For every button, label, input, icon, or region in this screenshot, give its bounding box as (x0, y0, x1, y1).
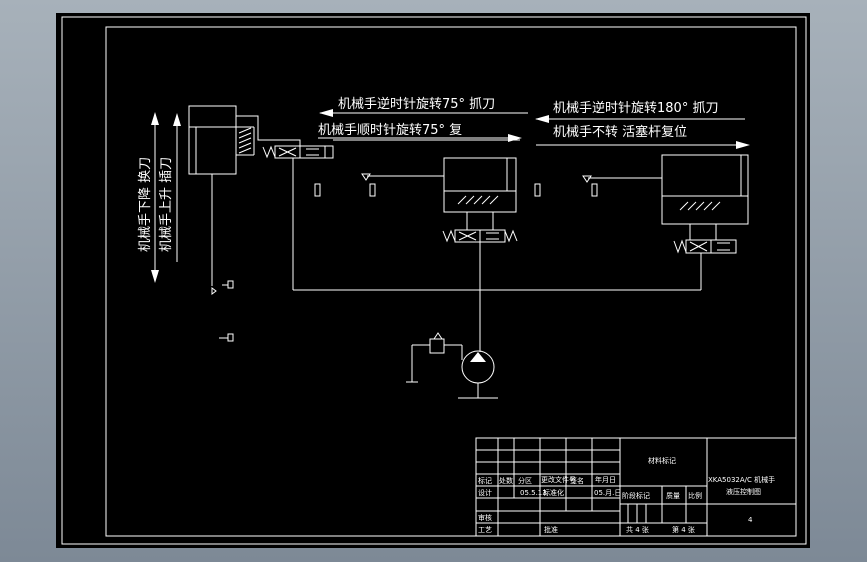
tb-approve: 批准 (544, 525, 558, 534)
limit-switch-mid-2 (534, 183, 541, 197)
drawing-sheet (56, 13, 810, 548)
tb-scale: 比例 (688, 491, 702, 500)
hydraulic-pump (458, 290, 498, 399)
limit-switch-left-2 (219, 333, 234, 342)
pressure-switch-right (582, 175, 592, 183)
label-no-rotate: 机械手不转 活塞杆复位 (553, 124, 687, 140)
relief-valve (406, 332, 463, 383)
tb-sheet-of: 第 4 张 (672, 525, 695, 534)
tb-drawing-title-2: 液压控制图 (726, 487, 761, 496)
tb-std-date: 05.月.日 (594, 489, 621, 497)
directional-valve-3 (673, 239, 737, 290)
label-ccw-75: 机械手逆时针旋转75° 抓刀 (338, 96, 495, 112)
rotary-cylinder-180 (661, 154, 749, 240)
tb-standardization: 标准化 (543, 488, 564, 497)
tb-design: 设计 (478, 488, 492, 497)
title-block (475, 437, 797, 537)
directional-valve-2 (442, 229, 518, 290)
tb-material-mark: 材料标记 (648, 456, 676, 465)
directional-valve-1 (262, 145, 334, 159)
rotary-cylinder-75 (443, 157, 517, 230)
tb-total-sheets: 共 4 张 (626, 525, 649, 534)
tb-drawing-title-1: XKA5032A/C 机械手 (708, 475, 775, 484)
lift-direction-arrows (151, 112, 181, 283)
inner-frame (105, 26, 797, 537)
tb-weight: 质量 (666, 491, 680, 500)
tb-header-count: 处数 (499, 476, 513, 485)
lift-cylinder (188, 105, 255, 286)
tb-header-date: 年月日 (595, 475, 616, 484)
tb-stage-mark: 阶段标记 (622, 491, 650, 500)
tb-header-mark: 标记 (478, 476, 492, 485)
pressure-switch-mid (361, 173, 371, 181)
tb-sheet-number: 4 (748, 516, 753, 524)
tb-header-signature: 签名 (570, 476, 584, 485)
label-cw-75: 机械手顺时针旋转75° 复 (318, 123, 462, 138)
label-up-insert-tool: 机械手上升 插刀 (159, 157, 174, 252)
tb-process: 工艺 (478, 526, 492, 534)
tb-design-date: 05.5.13 (520, 489, 547, 497)
label-ccw-180: 机械手逆时针旋转180° 抓刀 (553, 100, 718, 116)
limit-switch-mid-1 (369, 183, 376, 197)
outer-frame (61, 16, 807, 545)
rotation-75-arrows (318, 109, 528, 142)
tb-header-change-doc: 更改文件号 (541, 475, 576, 484)
pipe-lift-top (236, 115, 301, 146)
tb-header-zone: 分区 (518, 476, 532, 485)
limit-switch-mid-0 (314, 183, 321, 197)
limit-switch-right (591, 183, 598, 197)
limit-switch-left-1 (211, 280, 234, 295)
rotation-180-arrows (535, 115, 750, 149)
tb-review: 审核 (478, 513, 492, 522)
label-down-change-tool: 机械手下降 换刀 (138, 157, 153, 252)
